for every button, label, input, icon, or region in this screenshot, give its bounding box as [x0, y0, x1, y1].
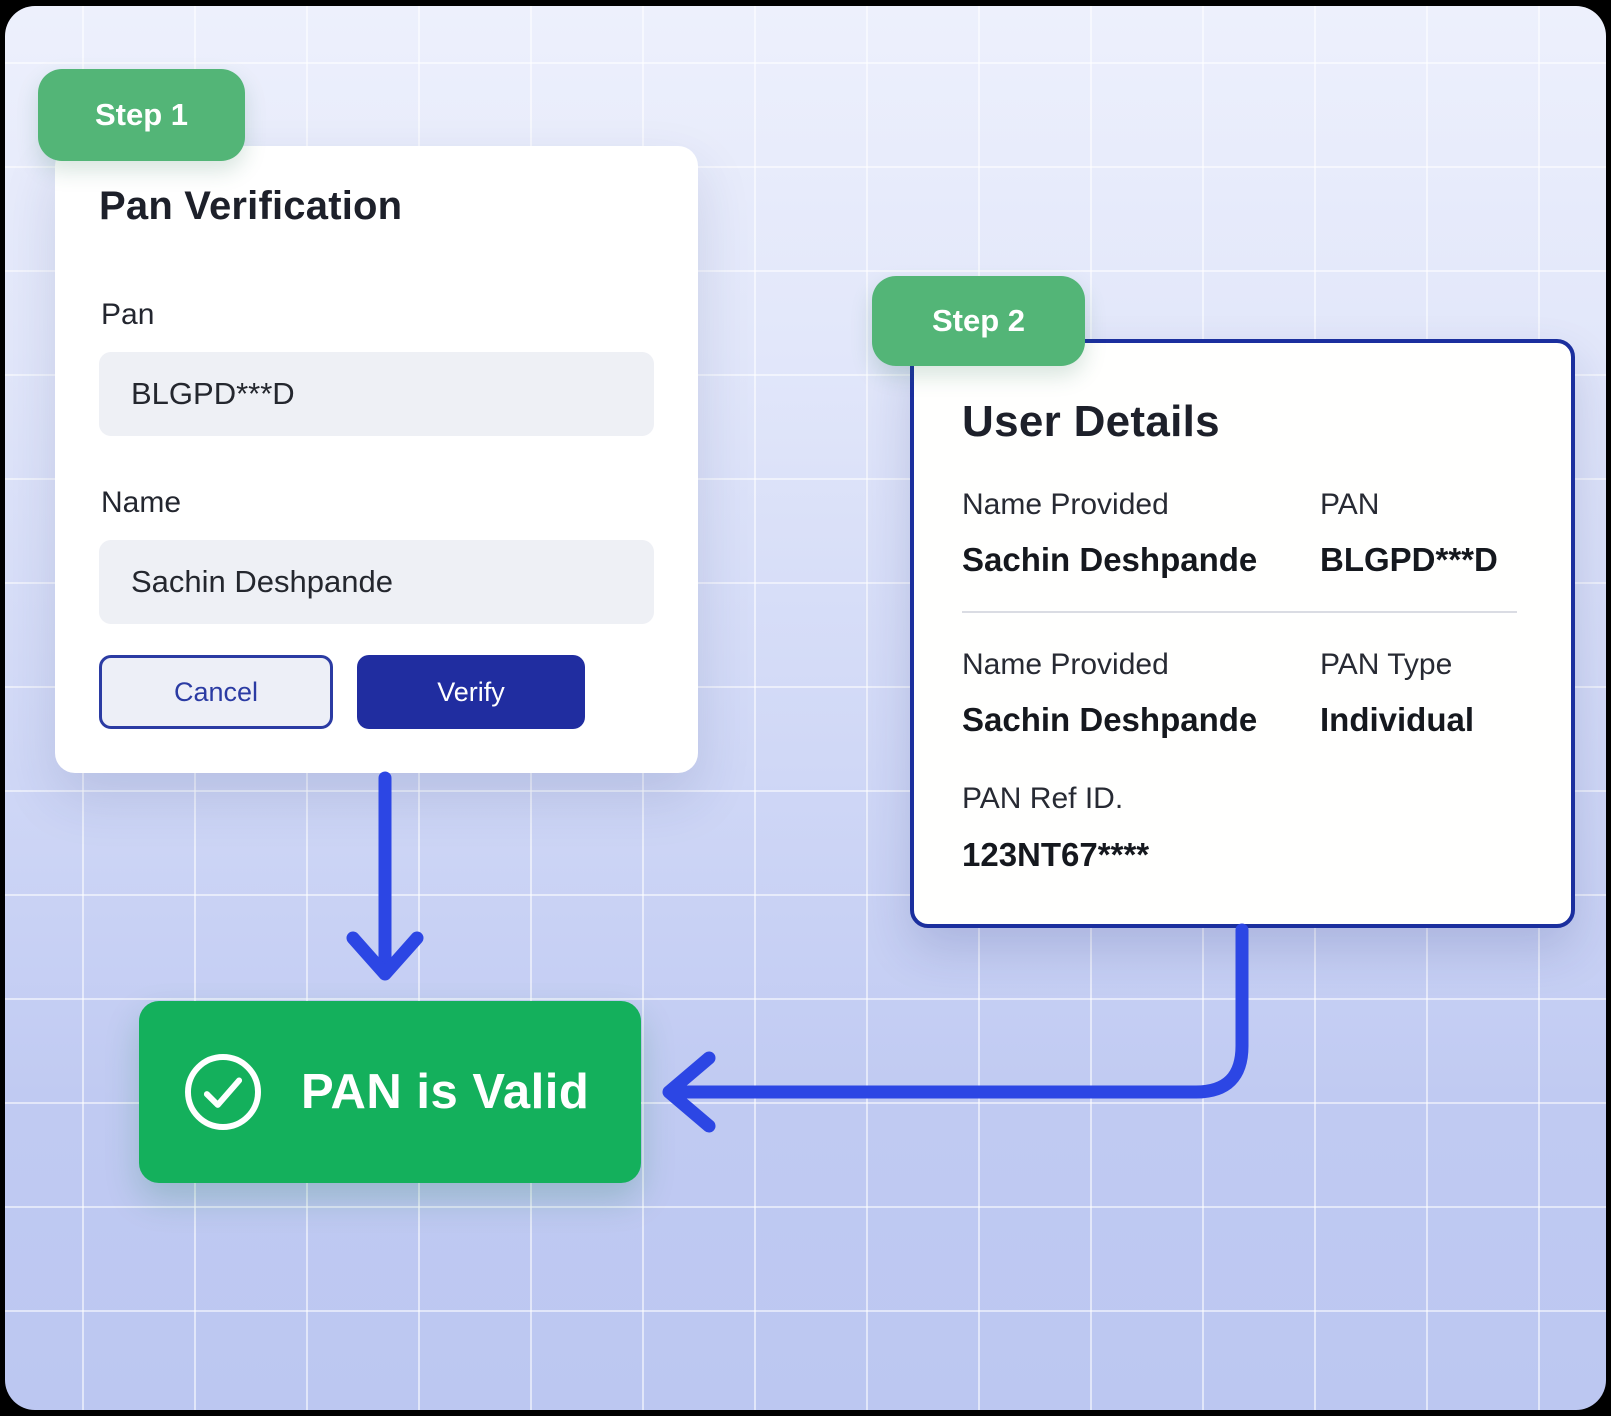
row2-pan-type-label: PAN Type: [1320, 648, 1453, 681]
diagram-canvas: Step 1 Pan Verification Pan BLGPD***D Na…: [5, 6, 1606, 1410]
pan-ref-id-label: PAN Ref ID.: [962, 782, 1124, 815]
row1-name-provided-label: Name Provided: [962, 488, 1169, 521]
name-input[interactable]: Sachin Deshpande: [99, 540, 654, 624]
check-circle-icon: [181, 1050, 265, 1134]
step1-badge: Step 1: [38, 69, 245, 161]
pan-is-valid-label: PAN is Valid: [301, 1065, 590, 1119]
user-details-title: User Details: [962, 397, 1220, 446]
row2-name-provided-value: Sachin Deshpande: [962, 701, 1258, 738]
arrow-step2-to-result: [662, 923, 1249, 1133]
row2-pan-type-value: Individual: [1320, 701, 1475, 738]
user-details-card: User Details Name Provided PAN Sachin De…: [910, 339, 1575, 928]
button-row: Cancel Verify: [99, 655, 585, 729]
pan-is-valid-box: PAN is Valid: [139, 1001, 641, 1183]
pan-verification-card: Pan Verification Pan BLGPD***D Name Sach…: [55, 146, 698, 773]
divider: [962, 611, 1517, 613]
row2-name-provided-label: Name Provided: [962, 648, 1169, 681]
row1-pan-label: PAN: [1320, 488, 1380, 521]
step2-badge: Step 2: [872, 276, 1085, 366]
verify-button[interactable]: Verify: [357, 655, 585, 729]
pan-verification-title: Pan Verification: [99, 184, 403, 228]
name-field-label: Name: [101, 486, 182, 519]
cancel-button[interactable]: Cancel: [99, 655, 333, 729]
row1-name-provided-value: Sachin Deshpande: [962, 541, 1258, 578]
pan-field-label: Pan: [101, 298, 155, 331]
pan-input[interactable]: BLGPD***D: [99, 352, 654, 436]
arrow-step1-to-result: [346, 771, 424, 981]
row1-pan-value: BLGPD***D: [1320, 541, 1498, 578]
pan-ref-id-value: 123NT67****: [962, 836, 1150, 873]
